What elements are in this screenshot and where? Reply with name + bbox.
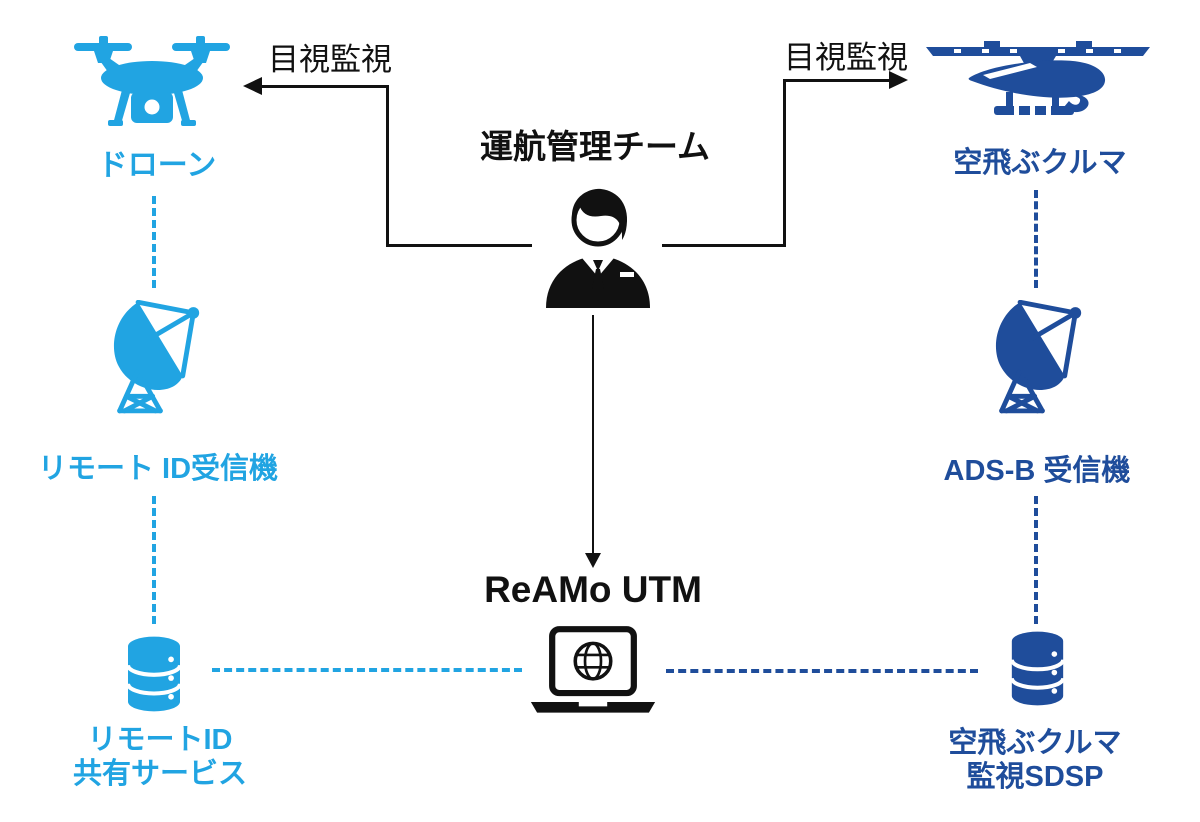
flying-car-icon [926,40,1150,124]
dashed-sdsp-to-utm [666,669,978,673]
visual-monitoring-label-right: 目視監視 [784,40,908,75]
connector-team-right-horizontal [662,244,786,247]
database-icon [124,635,184,713]
remote-id-service-line2: 共有サービス [72,758,247,791]
utm-title: ReAMo UTM [484,569,702,610]
connector-team-to-flyingcar-top [786,79,890,82]
flying-car-sdsp-line1: 空飛ぶクルマ [948,727,1122,759]
dashed-service-to-utm [212,668,522,672]
connector-team-to-flyingcar-vertical [783,79,786,247]
remote-id-receiver-label: リモート ID受信機 [37,453,279,485]
arrowhead-to-drone [243,77,262,95]
dashed-drone-to-receiver [152,196,156,288]
connector-team-to-drone-vertical [386,85,389,247]
satellite-dish-icon [990,300,1087,417]
arrowhead-to-utm [585,553,601,568]
visual-monitoring-label-left: 目視監視 [268,42,392,77]
drone-icon [72,36,232,131]
team-title: 運航管理チーム [479,128,710,165]
satellite-dish-icon [108,300,205,417]
remote-id-service-line1: リモートID [87,724,233,756]
dashed-adsb-to-sdsp [1034,496,1038,624]
drone-label: ドローン [97,149,217,182]
connector-team-left-horizontal [386,244,532,247]
operator-person-icon [538,184,658,308]
laptop-globe-icon [522,624,664,716]
dashed-receiver-to-service [152,496,156,624]
flying-car-label: 空飛ぶクルマ [953,147,1127,179]
database-icon [1007,630,1068,707]
connector-team-to-utm [592,315,594,555]
flying-car-sdsp-line2: 監視SDSP [966,761,1104,794]
connector-team-to-drone-top [256,85,389,88]
arrowhead-to-flying-car [889,71,908,89]
flying-car-sdsp-label: 空飛ぶクルマ 監視SDSP [885,726,1185,794]
adsb-receiver-label: ADS-B 受信機 [943,455,1131,487]
dashed-flyingcar-to-adsb [1034,190,1038,288]
remote-id-service-label: リモートID 共有サービス [10,723,310,791]
